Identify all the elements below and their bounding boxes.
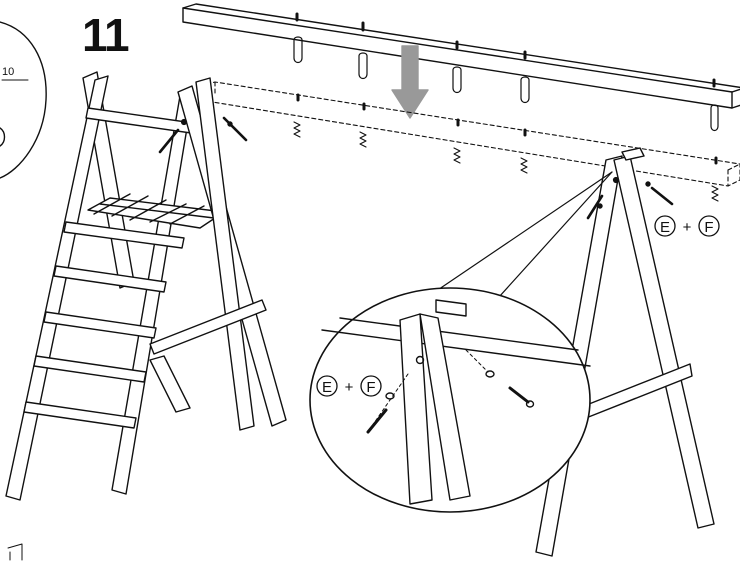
ladder-frame [5, 71, 287, 501]
beam-hooks [293, 12, 719, 132]
detail-plus: + [345, 379, 354, 396]
hardware-label-main: E + F [654, 215, 720, 237]
hardware-label-detail: E + F [316, 375, 382, 397]
hardware-part-f: F [704, 219, 713, 236]
top-beam [182, 3, 740, 109]
beam-hooks-final [293, 93, 719, 202]
hardware-part-e: E [660, 219, 670, 236]
hardware-plus: + [683, 219, 692, 236]
detail-part-f: F [366, 379, 375, 396]
previous-step-reference [0, 21, 47, 179]
corner-mark [7, 543, 23, 561]
reference-step-number: 10 [2, 66, 15, 78]
detail-view [309, 287, 591, 513]
detail-part-e: E [322, 379, 332, 396]
step-number: 11 [82, 9, 130, 61]
lower-beam-arrow [391, 45, 429, 119]
beam-final-position [199, 81, 740, 187]
detail-callout-lines [419, 171, 613, 319]
